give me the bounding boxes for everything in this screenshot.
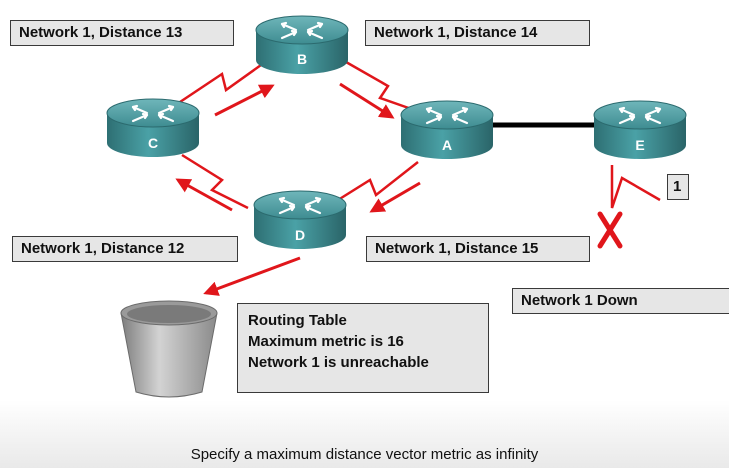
router-b-label: B <box>296 51 308 67</box>
router-c-label: C <box>147 135 159 151</box>
arrow-a-to-d <box>369 181 421 213</box>
arrow-d-to-c <box>175 178 233 212</box>
link-b-a <box>345 60 421 114</box>
router-e-label: E <box>635 137 645 153</box>
router-d-label: D <box>294 227 306 243</box>
label-distance-12: Network 1, Distance 12 <box>12 236 238 262</box>
label-distance-13: Network 1, Distance 13 <box>10 20 234 46</box>
link-c-b <box>179 58 269 104</box>
routing-table-box: Routing Table Maximum metric is 16 Netwo… <box>237 303 489 393</box>
network-down-label: Network 1 Down <box>512 288 729 314</box>
label-distance-15: Network 1, Distance 15 <box>366 236 590 262</box>
label-distance-14: Network 1, Distance 14 <box>365 20 590 46</box>
network-number-label: 1 <box>667 174 689 200</box>
router-a-label: A <box>441 137 453 153</box>
link-d-a <box>329 161 419 207</box>
network-diagram <box>105 14 688 398</box>
caption: Specify a maximum distance vector metric… <box>190 446 539 463</box>
link-e-network <box>610 165 661 209</box>
link-failure-x-icon <box>597 211 623 249</box>
arrow-c-to-b <box>214 84 275 117</box>
routing-table-max-metric: Maximum metric is 16 <box>248 333 404 350</box>
routing-table-unreachable: Network 1 is unreachable <box>248 354 429 371</box>
caption-band <box>0 400 729 468</box>
arrow-d-to-bucket <box>203 256 301 296</box>
routing-table-title: Routing Table <box>248 312 347 329</box>
bucket-icon <box>120 300 218 398</box>
arrow-b-to-a <box>339 82 395 119</box>
link-c-d <box>181 153 249 210</box>
